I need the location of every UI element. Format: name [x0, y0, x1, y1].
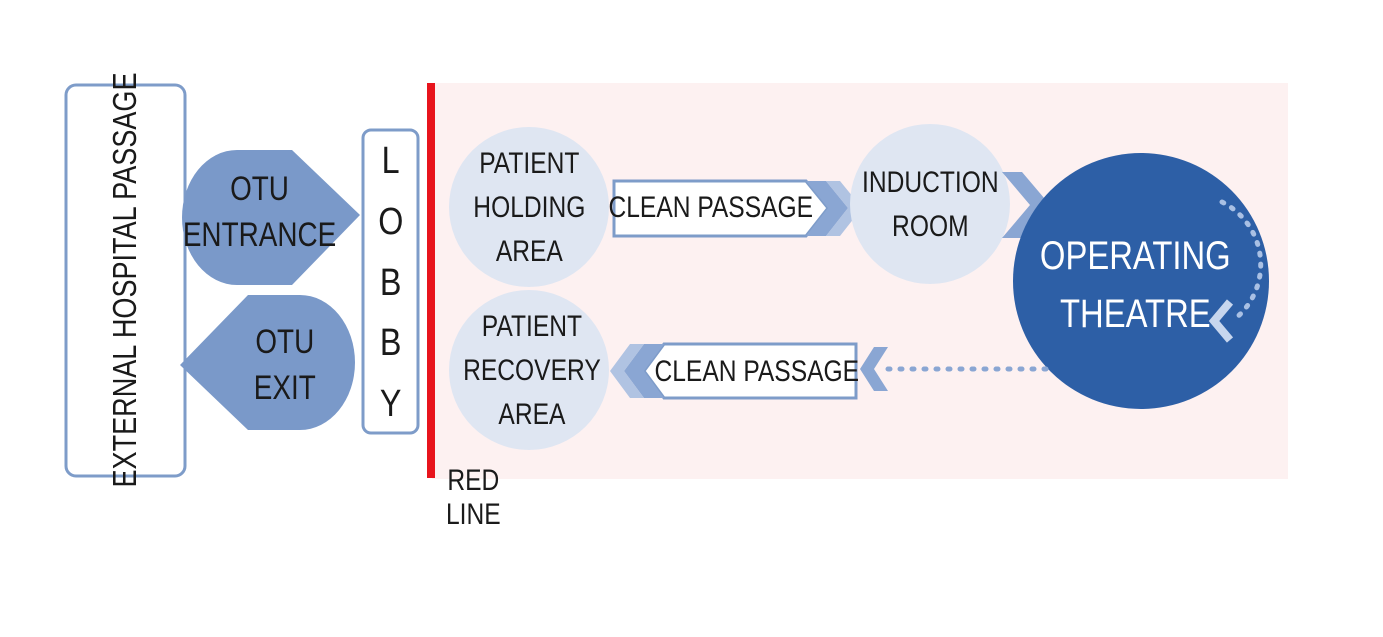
red-line-label: RED LINE — [445, 464, 501, 531]
external-passage-box — [64, 83, 187, 478]
otu-exit-shape — [180, 295, 355, 430]
otu-exit-label: OTU EXIT — [254, 323, 316, 407]
induction-room-label: INDUCTION ROOM — [861, 166, 999, 243]
lobby-letter: Y — [379, 383, 402, 425]
chevron-left-icon — [1208, 299, 1234, 343]
otu-entrance-shape — [181, 150, 360, 285]
chevron-left-icon — [610, 344, 644, 398]
operating-theatre-circle — [1013, 153, 1269, 409]
chevron-left-icon — [860, 347, 888, 391]
lobby-box — [361, 128, 420, 435]
dotted-arc — [1219, 199, 1264, 321]
patient-recovery-circle — [449, 290, 609, 450]
lobby-label: L O B B Y — [363, 140, 418, 426]
red-line — [427, 83, 435, 478]
patient-holding-circle — [449, 127, 609, 287]
operating-theatre-label: OPERATING THEATRE — [1039, 234, 1231, 336]
patient-recovery-label: PATIENT RECOVERY AREA — [462, 309, 601, 431]
clean-passage-bottom-label: CLEAN PASSAGE — [654, 355, 860, 388]
chevron-right-icon — [806, 181, 848, 236]
clean-passage-top-label: CLEAN PASSAGE — [608, 191, 814, 224]
lobby-letter: B — [379, 261, 402, 304]
patient-holding-label: PATIENT HOLDING AREA — [472, 146, 586, 268]
lobby-letter: L — [381, 140, 400, 182]
lobby-letter: O — [377, 200, 404, 243]
lobby-letter: B — [379, 322, 402, 365]
otu-entrance-label: OTU ENTRANCE — [183, 170, 337, 254]
induction-room-circle — [850, 124, 1010, 284]
